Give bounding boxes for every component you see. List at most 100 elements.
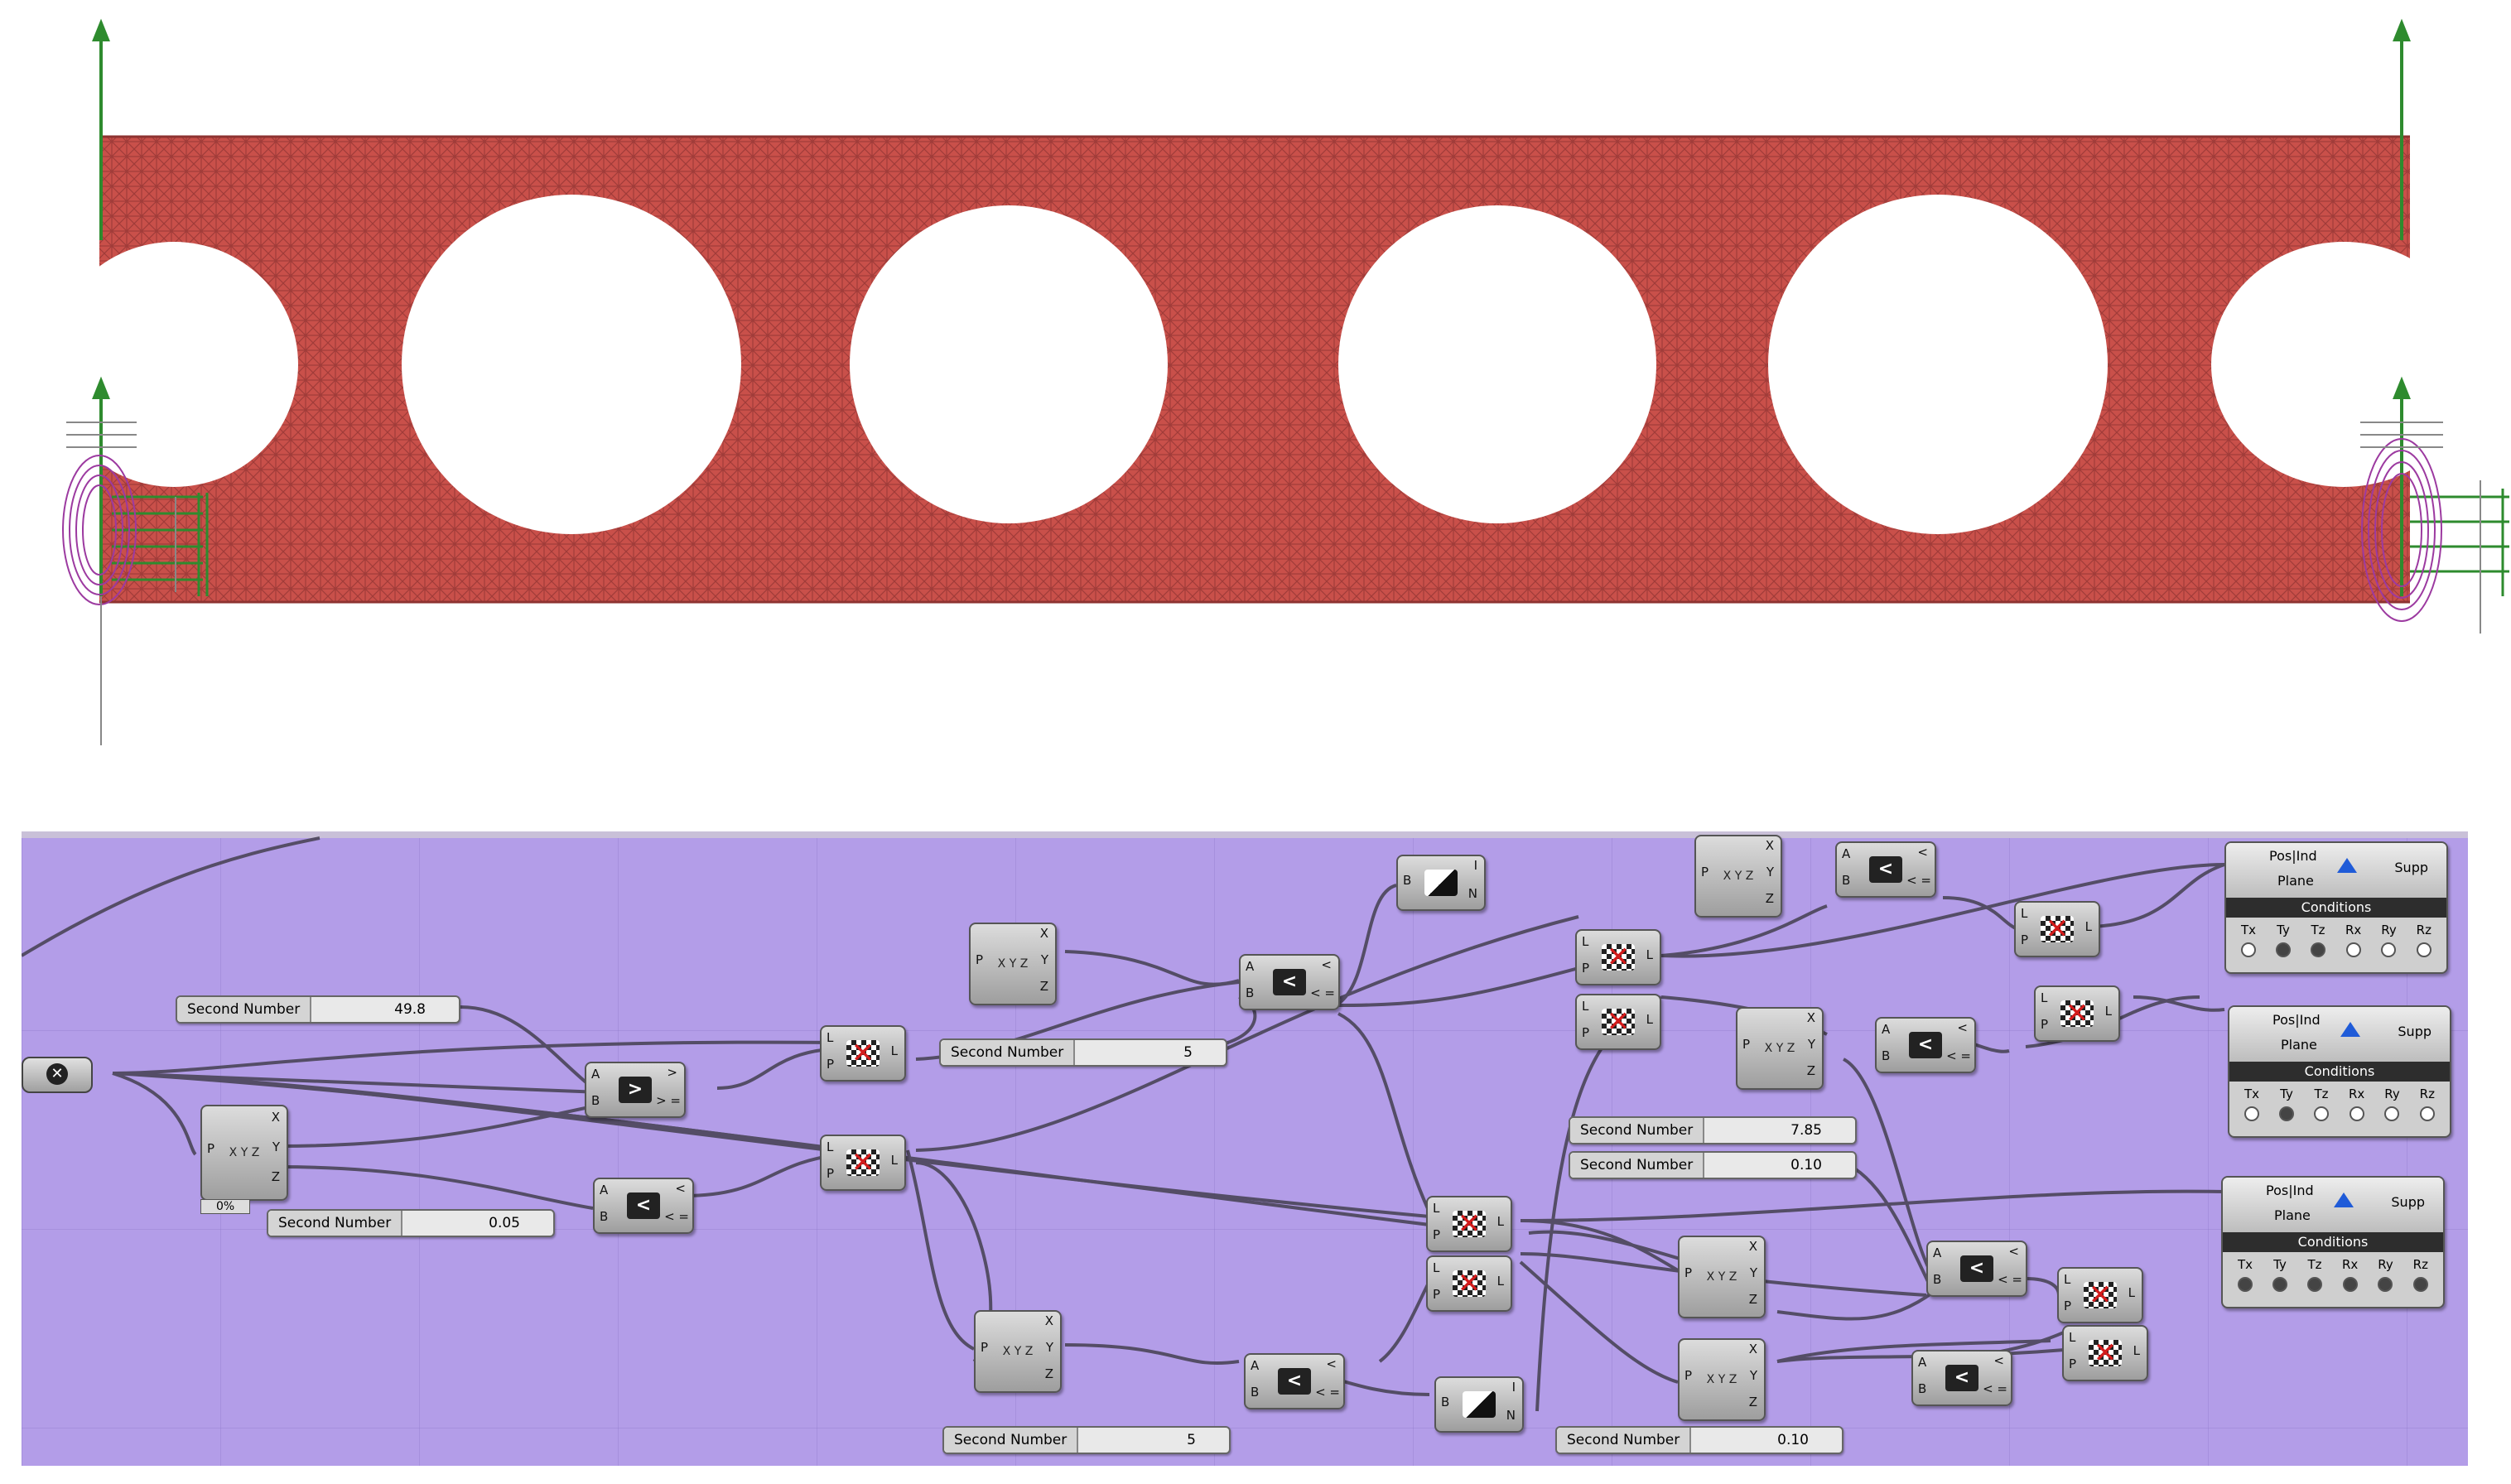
negate-1[interactable]: B I N ■ bbox=[1396, 855, 1486, 911]
output-lt[interactable]: < bbox=[1993, 1353, 2004, 1368]
output-n[interactable]: N bbox=[1506, 1408, 1516, 1423]
number-slider-5-b[interactable]: Second Number 5 bbox=[942, 1426, 1231, 1454]
smaller-than-4[interactable]: A B < < = < bbox=[1835, 841, 1936, 898]
deconstruct-point-3[interactable]: P X Y Z X Y Z bbox=[974, 1310, 1062, 1393]
output-lt[interactable]: < bbox=[1321, 957, 1332, 972]
output-lte[interactable]: < = bbox=[1315, 1385, 1340, 1400]
input-l[interactable]: L bbox=[1582, 999, 1589, 1014]
dof-rx[interactable]: Rx bbox=[2345, 923, 2361, 957]
output-supp[interactable]: Supp bbox=[2391, 1194, 2425, 1210]
output-l[interactable]: L bbox=[890, 1043, 898, 1058]
input-p[interactable]: P bbox=[1582, 1025, 1590, 1040]
output-i[interactable]: I bbox=[1473, 858, 1477, 873]
deconstruct-point-4[interactable]: P X Y Z X Y Z bbox=[1694, 835, 1782, 918]
dof-rx[interactable]: Rx bbox=[2349, 1086, 2364, 1121]
output-l[interactable]: L bbox=[2104, 1004, 2112, 1019]
slider-value[interactable]: 49.8 bbox=[394, 1001, 426, 1018]
slider-value[interactable]: 5 bbox=[1187, 1432, 1196, 1448]
input-p[interactable]: P bbox=[1701, 865, 1709, 879]
cull-pattern-6[interactable]: L P L ✕ bbox=[2034, 985, 2120, 1042]
dof-ty[interactable]: Ty bbox=[2272, 1257, 2287, 1292]
output-lte[interactable]: < = bbox=[664, 1209, 689, 1224]
input-p[interactable]: P bbox=[1433, 1287, 1441, 1302]
input-p[interactable]: P bbox=[207, 1141, 215, 1156]
output-lt[interactable]: < bbox=[675, 1181, 686, 1196]
output-l[interactable]: L bbox=[2128, 1285, 2135, 1300]
grasshopper-canvas[interactable]: ✕ P X Y Z X Y Z 0% P X Y Z X Y Z P X Y Z… bbox=[22, 831, 2468, 1466]
cull-pattern-9[interactable]: L P L ✕ bbox=[2057, 1267, 2143, 1323]
dof-ty[interactable]: Ty bbox=[2276, 923, 2291, 957]
input-b[interactable]: B bbox=[600, 1209, 609, 1224]
input-p[interactable]: P bbox=[1582, 961, 1590, 976]
cull-pattern-7[interactable]: L P L ✕ bbox=[1426, 1196, 1512, 1252]
input-p[interactable]: P bbox=[2041, 1017, 2049, 1032]
dof-tx[interactable]: Tx bbox=[2241, 923, 2256, 957]
output-y[interactable]: Y bbox=[1766, 865, 1774, 879]
deconstruct-point-6[interactable]: P X Y Z X Y Z bbox=[1678, 1236, 1766, 1318]
slider-value[interactable]: 5 bbox=[1183, 1044, 1193, 1061]
input-pos[interactable]: Pos|Ind bbox=[2272, 1012, 2321, 1028]
input-l[interactable]: L bbox=[2069, 1330, 2076, 1345]
dof-tz[interactable]: Tz bbox=[2313, 1086, 2329, 1121]
input-p[interactable]: P bbox=[2069, 1356, 2077, 1371]
deconstruct-point-2[interactable]: P X Y Z X Y Z bbox=[969, 923, 1057, 1005]
input-l[interactable]: L bbox=[1433, 1260, 1440, 1275]
input-l[interactable]: L bbox=[2041, 990, 2048, 1005]
deconstruct-point-7[interactable]: P X Y Z X Y Z bbox=[1678, 1338, 1766, 1421]
smaller-than-6[interactable]: A B < < = < bbox=[1926, 1241, 2027, 1297]
input-a[interactable]: A bbox=[591, 1067, 600, 1082]
input-p[interactable]: P bbox=[827, 1057, 835, 1072]
output-z[interactable]: Z bbox=[1765, 891, 1774, 906]
output-lt[interactable]: < bbox=[2008, 1244, 2019, 1259]
dof-rz[interactable]: Rz bbox=[2420, 1086, 2435, 1121]
output-z[interactable]: Z bbox=[1748, 1395, 1757, 1409]
input-l[interactable]: L bbox=[1582, 934, 1589, 949]
output-i[interactable]: I bbox=[1511, 1380, 1516, 1395]
smaller-than-2[interactable]: A B < < = < bbox=[1239, 954, 1340, 1010]
input-plane[interactable]: Plane bbox=[2281, 1037, 2317, 1053]
negate-2[interactable]: B I N ■ bbox=[1434, 1376, 1524, 1433]
number-slider-0-10-b[interactable]: Second Number 0.10 bbox=[1555, 1426, 1843, 1454]
number-slider-0-10-a[interactable]: Second Number 0.10 bbox=[1569, 1151, 1857, 1179]
input-p[interactable]: P bbox=[1684, 1368, 1693, 1383]
output-x[interactable]: X bbox=[1806, 1010, 1815, 1025]
output-lt[interactable]: < bbox=[1917, 845, 1928, 860]
dof-ty[interactable]: Ty bbox=[2279, 1086, 2294, 1121]
output-y[interactable]: Y bbox=[1040, 952, 1048, 967]
slider-value[interactable]: 0.10 bbox=[1777, 1432, 1809, 1448]
input-a[interactable]: A bbox=[600, 1183, 609, 1197]
larger-than-1[interactable]: A B > > = > bbox=[585, 1062, 686, 1118]
output-x[interactable]: X bbox=[271, 1110, 280, 1125]
output-l[interactable]: L bbox=[1646, 1012, 1653, 1027]
smaller-than-5[interactable]: A B < < = < bbox=[1875, 1017, 1976, 1073]
cull-pattern-1[interactable]: L P L ✕ bbox=[820, 1025, 906, 1082]
output-y[interactable]: Y bbox=[272, 1140, 280, 1154]
dof-tx[interactable]: Tx bbox=[2238, 1257, 2253, 1292]
cull-pattern-3[interactable]: L P L ✕ bbox=[1575, 929, 1661, 985]
output-x[interactable]: X bbox=[1748, 1239, 1757, 1254]
dof-rx[interactable]: Rx bbox=[2342, 1257, 2358, 1292]
3d-viewport[interactable] bbox=[0, 0, 2511, 795]
input-p[interactable]: P bbox=[1742, 1037, 1751, 1052]
output-lt[interactable]: < bbox=[1957, 1020, 1968, 1035]
output-lte[interactable]: < = bbox=[1983, 1381, 2007, 1396]
output-x[interactable]: X bbox=[1039, 926, 1048, 941]
output-z[interactable]: Z bbox=[1039, 979, 1048, 994]
dof-tz[interactable]: Tz bbox=[2310, 923, 2325, 957]
output-l[interactable]: L bbox=[1496, 1274, 1504, 1289]
input-p[interactable]: P bbox=[2021, 932, 2029, 947]
input-b[interactable]: B bbox=[591, 1093, 600, 1108]
deconstruct-point-5[interactable]: P X Y Z X Y Z bbox=[1736, 1007, 1824, 1090]
input-p[interactable]: P bbox=[976, 952, 984, 967]
smaller-than-3[interactable]: A B < < = < bbox=[1244, 1353, 1345, 1409]
output-y[interactable]: Y bbox=[1749, 1265, 1757, 1280]
input-l[interactable]: L bbox=[2021, 906, 2028, 921]
slider-value[interactable]: 0.10 bbox=[1790, 1157, 1822, 1173]
input-b[interactable]: B bbox=[1251, 1385, 1260, 1400]
input-p[interactable]: P bbox=[1684, 1265, 1693, 1280]
output-supp[interactable]: Supp bbox=[2394, 860, 2428, 875]
input-b[interactable]: B bbox=[1933, 1272, 1942, 1287]
input-a[interactable]: A bbox=[1246, 959, 1255, 974]
input-b[interactable]: B bbox=[1842, 873, 1851, 888]
dof-ry[interactable]: Ry bbox=[2378, 1257, 2393, 1292]
